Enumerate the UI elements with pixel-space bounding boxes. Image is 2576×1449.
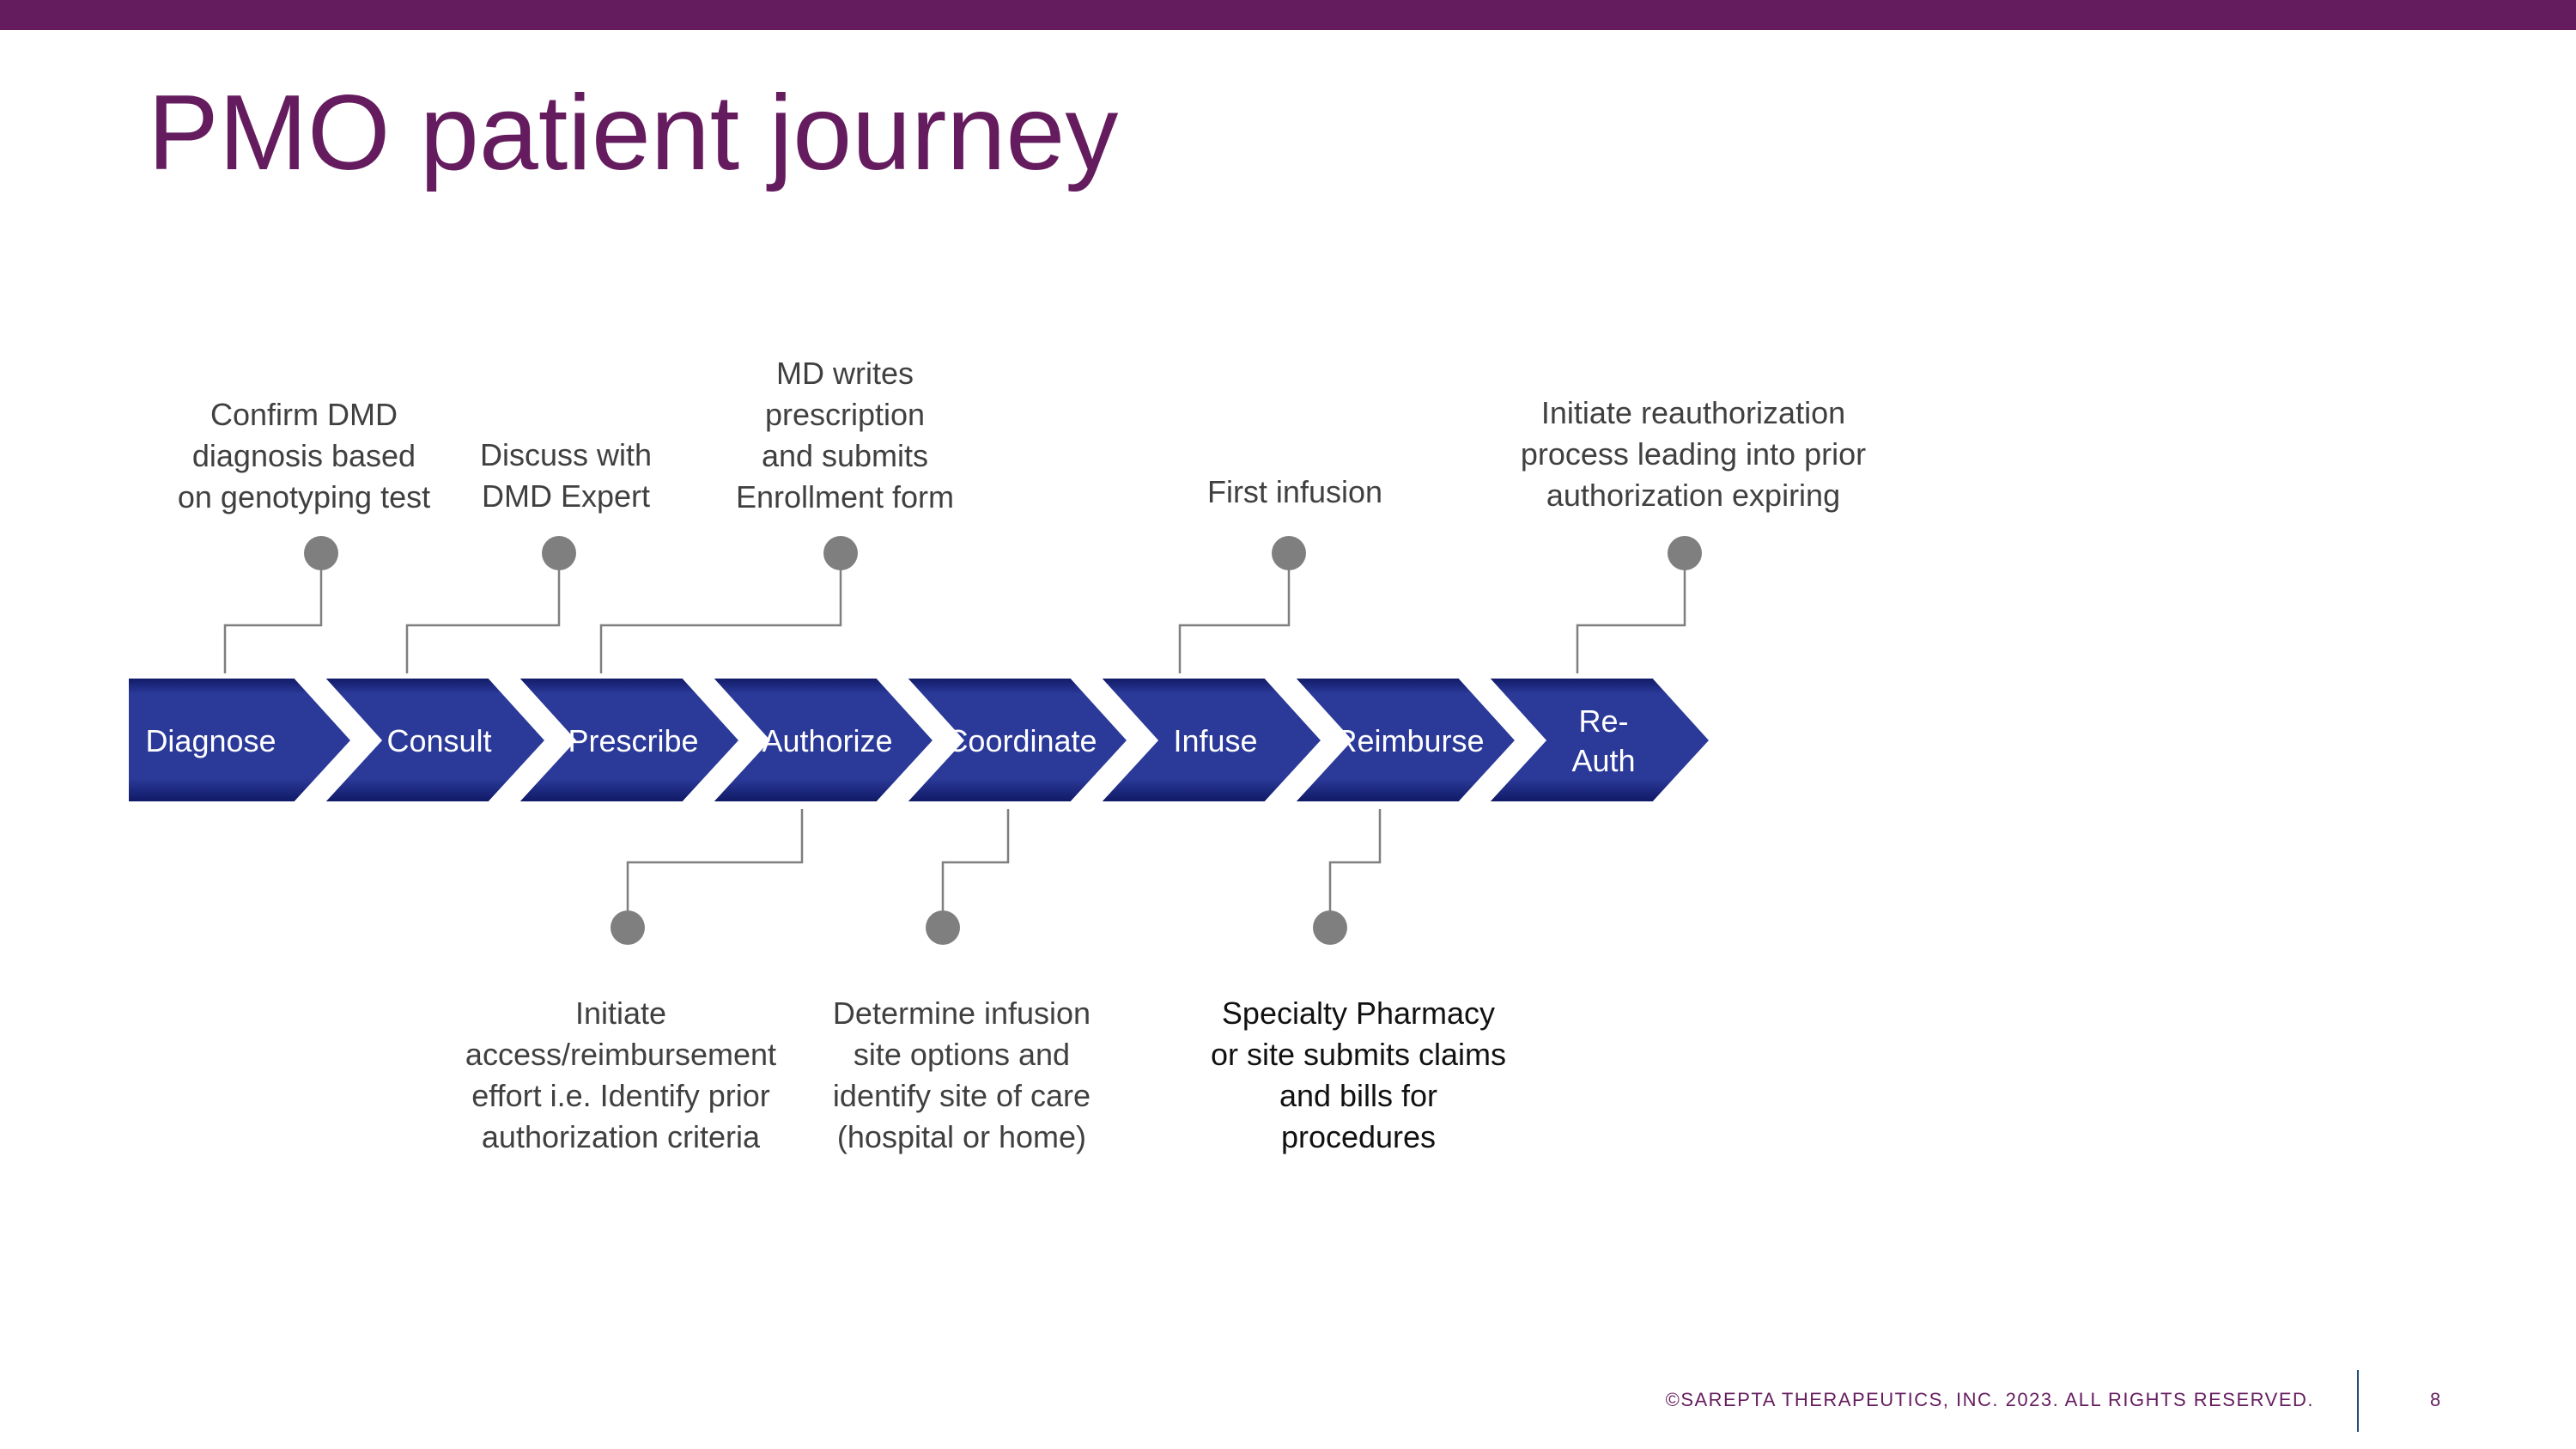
connector-determine-site xyxy=(941,809,1010,928)
note-pins xyxy=(304,536,1702,945)
step-consult-label: Consult xyxy=(386,723,491,758)
footer-divider xyxy=(2357,1370,2359,1432)
process-chevrons: Diagnose Consult Prescribe Authorize Coordin… xyxy=(124,673,1716,807)
step-infuse-label: Infuse xyxy=(1173,723,1257,758)
step-coordinate-chevron xyxy=(896,673,1134,807)
note-initiate-access-line: effort i.e. Identify prior xyxy=(471,1078,770,1113)
step-authorize: Authorize xyxy=(702,673,940,807)
step-authorize-chevron xyxy=(702,673,940,807)
pin-initiate-reauth xyxy=(1668,536,1702,570)
footer-copyright: ©SAREPTA THERAPEUTICS, INC. 2023. ALL RI… xyxy=(1665,1389,2314,1410)
note-initiate-reauth: Initiate reauthorization process leading … xyxy=(1521,395,1866,513)
note-discuss-expert-line: Discuss with xyxy=(480,437,652,472)
step-prescribe-label: Prescribe xyxy=(568,723,698,758)
note-specialty-pharmacy-line: or site submits claims xyxy=(1211,1037,1506,1072)
page-number: 8 xyxy=(2430,1389,2441,1410)
pin-first-infusion xyxy=(1272,536,1306,570)
note-determine-site: Determine infusion site options and identi… xyxy=(833,995,1091,1154)
note-texts: Confirm DMD diagnosis based on genotyping … xyxy=(178,356,1866,1154)
note-determine-site-line: (hospital or home) xyxy=(837,1119,1086,1154)
step-authorize-label: Authorize xyxy=(762,723,892,758)
note-initiate-reauth-line: process leading into prior xyxy=(1521,436,1866,472)
note-discuss-expert-line: DMD Expert xyxy=(482,478,650,514)
note-first-infusion: First infusion xyxy=(1207,474,1382,509)
note-specialty-pharmacy-line: procedures xyxy=(1281,1119,1436,1154)
connector-initiate-access xyxy=(626,809,804,928)
connector-initiate-reauth xyxy=(1576,553,1686,676)
step-diagnose: Diagnose xyxy=(124,673,358,807)
step-re-auth-chevron xyxy=(1479,673,1716,807)
pin-determine-site xyxy=(926,910,960,945)
step-diagnose-label: Diagnose xyxy=(145,723,276,758)
note-initiate-access-line: access/reimbursement xyxy=(465,1037,776,1072)
step-infuse-chevron xyxy=(1091,673,1328,807)
connectors xyxy=(223,553,1686,928)
note-confirm-dmd-line: Confirm DMD xyxy=(210,397,398,432)
note-determine-site-line: site options and xyxy=(854,1037,1070,1072)
top-accent-bar xyxy=(0,0,2576,30)
step-reimburse-chevron xyxy=(1285,673,1522,807)
note-md-writes-line: prescription xyxy=(765,397,925,432)
pin-discuss-expert xyxy=(542,536,576,570)
step-prescribe-chevron xyxy=(508,673,746,807)
step-coordinate: Coordinate xyxy=(896,673,1134,807)
note-specialty-pharmacy-line: Specialty Pharmacy xyxy=(1222,995,1495,1031)
step-consult: Consult xyxy=(314,673,552,807)
note-confirm-dmd-line: diagnosis based xyxy=(192,438,416,473)
note-determine-site-line: identify site of care xyxy=(833,1078,1091,1113)
note-determine-site-line: Determine infusion xyxy=(833,995,1091,1031)
step-re-auth-label: Re- xyxy=(1578,703,1628,739)
pin-md-writes xyxy=(823,536,858,570)
note-initiate-access-line: Initiate xyxy=(575,995,666,1031)
note-md-writes: MD writes prescription and submitsEnrollme… xyxy=(736,356,954,514)
page-title: PMO patient journey xyxy=(148,74,1119,192)
note-confirm-dmd: Confirm DMD diagnosis based on genotyping … xyxy=(178,397,430,514)
connector-discuss-expert xyxy=(405,553,561,676)
note-md-writes-line: MD writes xyxy=(776,356,914,391)
step-diagnose-chevron xyxy=(124,673,358,807)
pin-initiate-access xyxy=(611,910,645,945)
note-confirm-dmd-line: on genotyping test xyxy=(178,479,430,514)
step-prescribe: Prescribe xyxy=(508,673,746,807)
step-re-auth: Re- Auth xyxy=(1479,673,1716,807)
step-consult-chevron xyxy=(314,673,552,807)
note-md-writes-line: Enrollment form xyxy=(736,479,954,514)
connector-first-infusion xyxy=(1178,553,1291,676)
note-initiate-access: Initiate access/reimbursement effort i.e. … xyxy=(465,995,776,1154)
step-reimburse: Reimburse xyxy=(1285,673,1522,807)
step-reimburse-label: Reimburse xyxy=(1334,723,1484,758)
note-specialty-pharmacy-line: and bills for xyxy=(1279,1078,1437,1113)
note-initiate-access-line: authorization criteria xyxy=(482,1119,761,1154)
step-coordinate-label: Coordinate xyxy=(945,723,1097,758)
note-first-infusion-line: First infusion xyxy=(1207,474,1382,509)
connector-specialty-pharmacy xyxy=(1328,809,1382,928)
note-initiate-reauth-line: Initiate reauthorization xyxy=(1541,395,1845,430)
note-specialty-pharmacy: Specialty Pharmacy or site submits claims… xyxy=(1211,995,1506,1154)
step-infuse: Infuse xyxy=(1091,673,1328,807)
note-initiate-reauth-line: authorization expiring xyxy=(1546,478,1840,513)
pin-confirm-dmd xyxy=(304,536,338,570)
note-md-writes-line: and submits xyxy=(762,438,928,473)
connector-md-writes xyxy=(599,553,842,676)
step-re-auth-label: Auth xyxy=(1571,743,1635,778)
connector-confirm-dmd xyxy=(223,553,323,676)
pin-specialty-pharmacy xyxy=(1313,910,1347,945)
